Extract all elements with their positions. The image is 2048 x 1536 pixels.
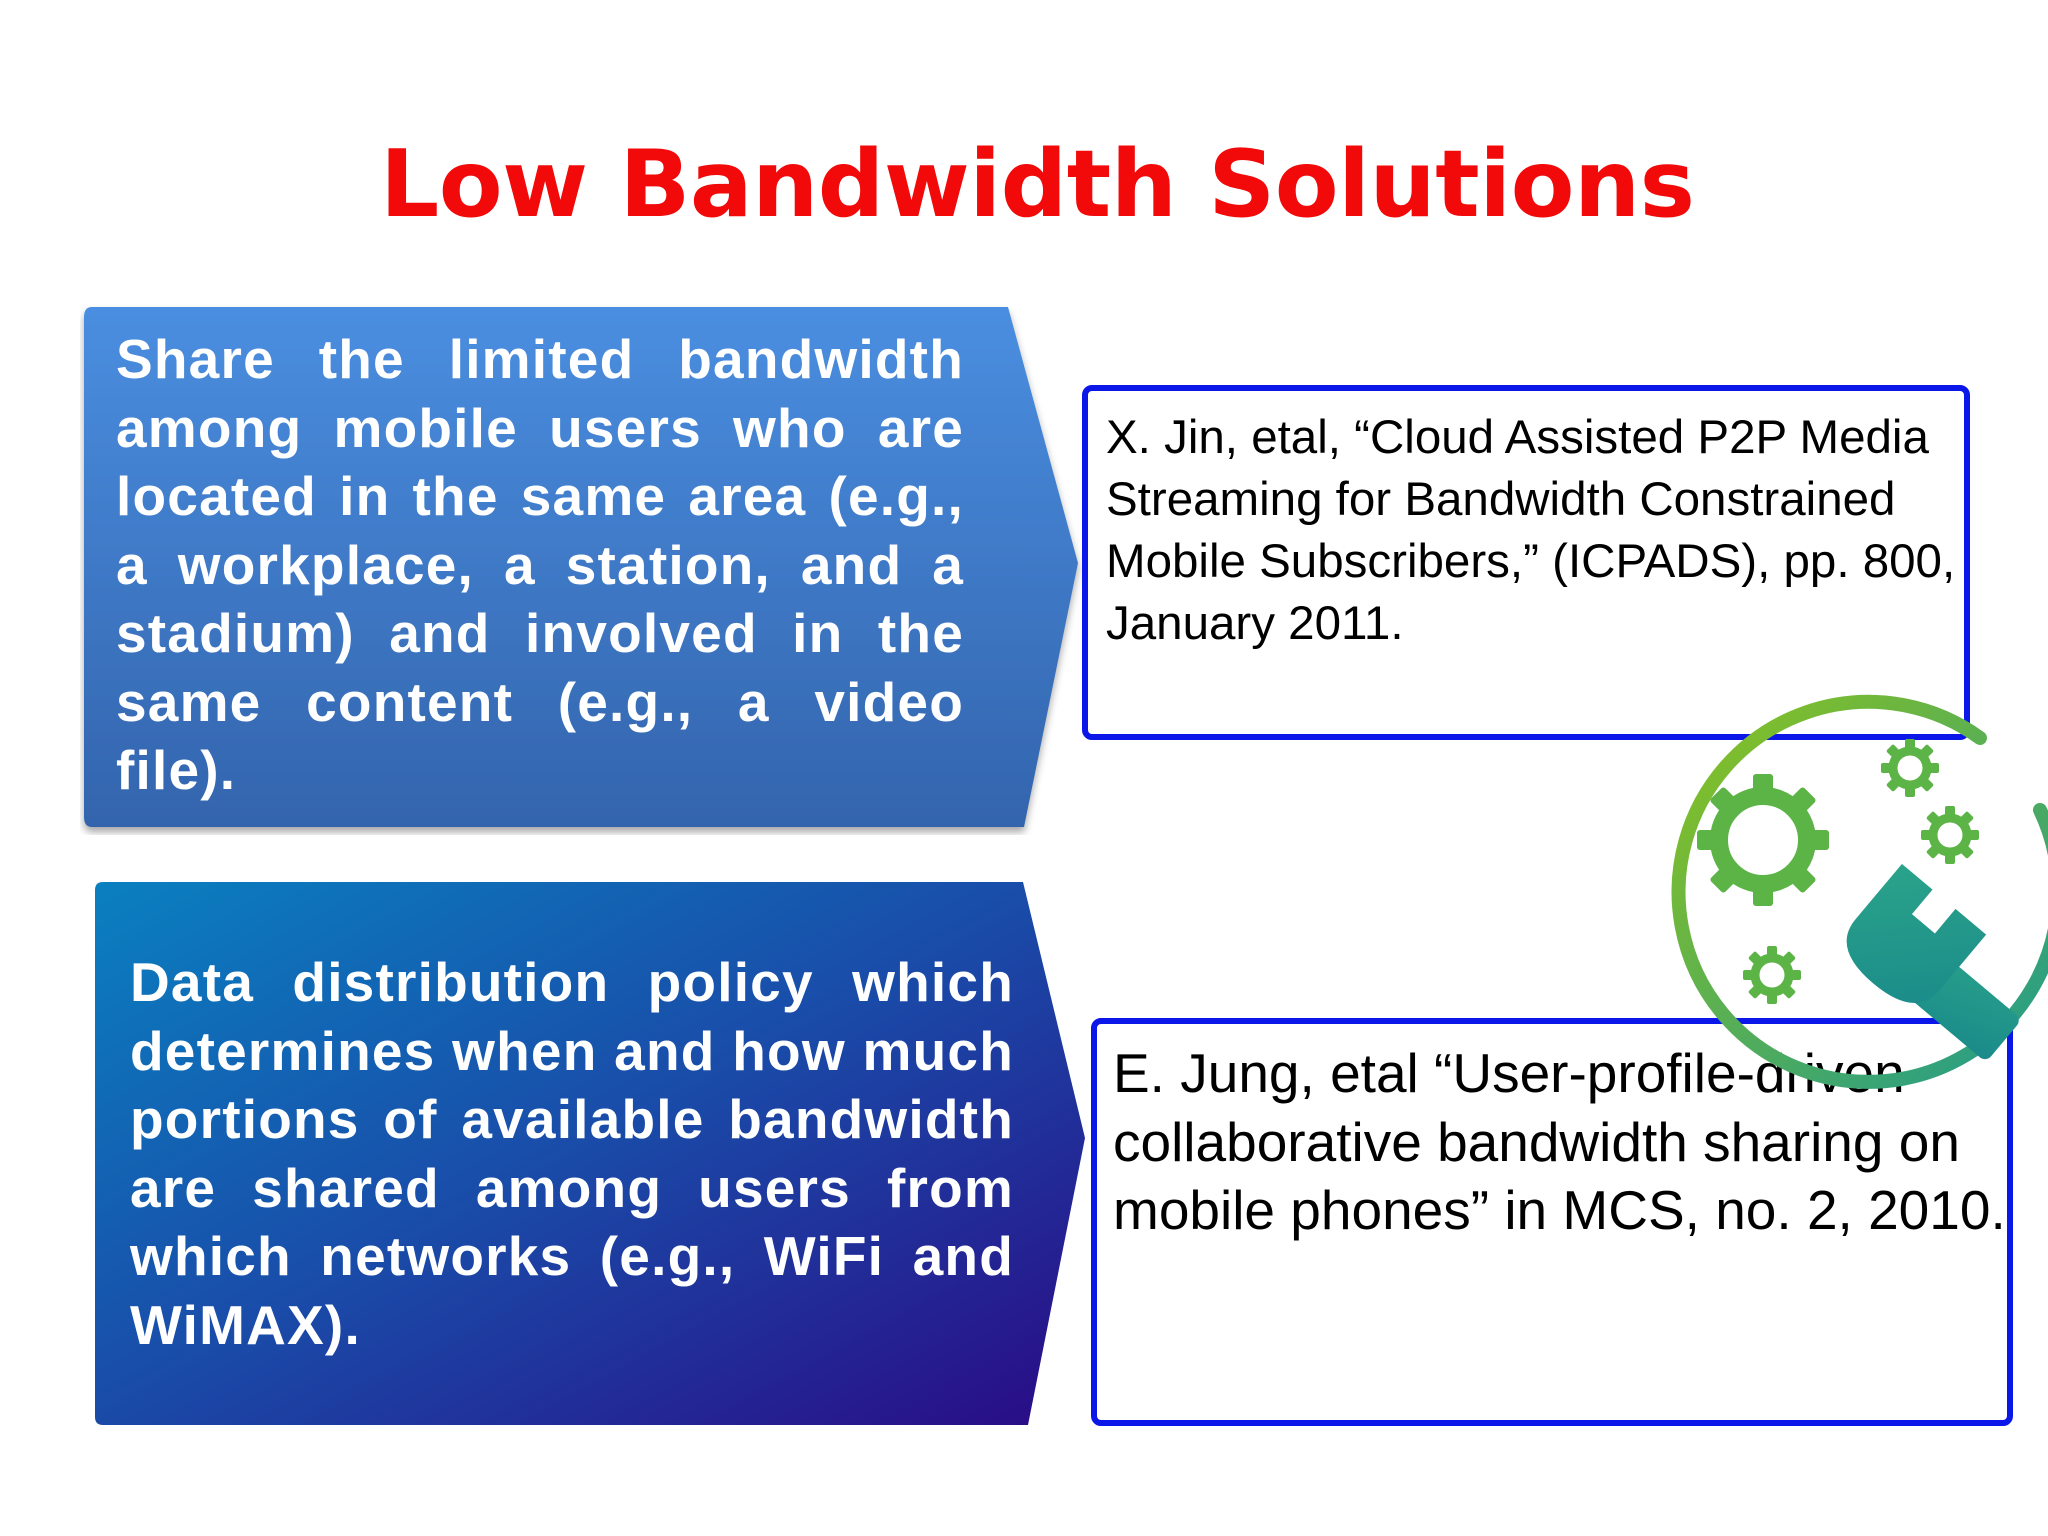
solution-chevron-2: Data distribution policy which determine… xyxy=(93,880,1091,1430)
solution-text-1: Share the limited bandwidth among mobile… xyxy=(116,328,964,801)
chevron-shape-2 xyxy=(95,882,1085,1425)
chevron-shape-1 xyxy=(84,307,1078,827)
reference-text-1: X. Jin, etal, “Cloud Assisted P2P Media … xyxy=(1106,411,1956,650)
slide-title: Low Bandwidth Solutions xyxy=(380,130,1695,238)
solution-text-2: Data distribution policy which determine… xyxy=(130,951,1014,1356)
gears-and-wrench-icon xyxy=(1640,680,2048,1100)
solution-chevron-1: Share the limited bandwidth among mobile… xyxy=(80,305,1085,835)
reference-box-1: X. Jin, etal, “Cloud Assisted P2P Media … xyxy=(1082,385,1970,740)
